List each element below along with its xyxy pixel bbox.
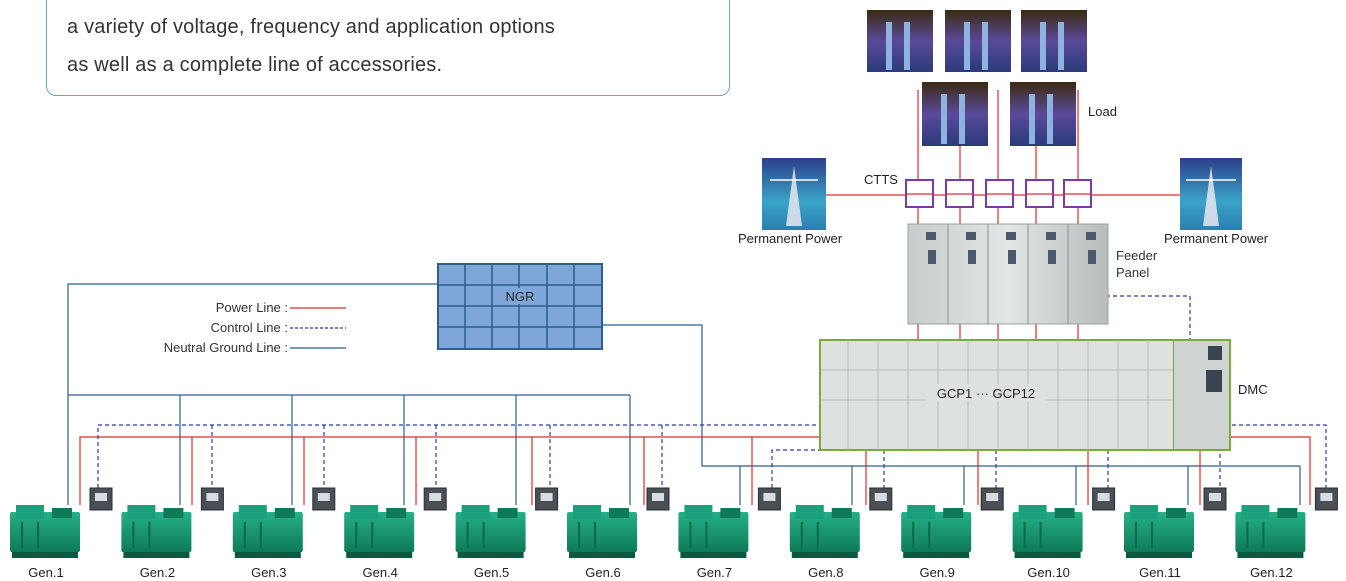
generator-icon: [789, 505, 860, 558]
ngr-label: NGR: [506, 289, 535, 304]
generator-icon: [678, 505, 749, 558]
gcp-label: GCP1 ··· GCP12: [937, 386, 1035, 401]
intro-text-box: a variety of voltage, frequency and appl…: [46, 0, 730, 96]
generator-icon: [1012, 505, 1083, 558]
dmc-label: DMC: [1238, 382, 1268, 397]
generator-icon: [121, 505, 192, 558]
generator-icon: [567, 505, 637, 558]
feeder-panel-label-2: Panel: [1116, 265, 1149, 280]
generator-label: Gen.2: [140, 565, 175, 580]
legend-neutral-label: Neutral Ground Line :: [164, 340, 288, 355]
building-photo-icon: [922, 82, 988, 146]
controller-icon: [1203, 487, 1227, 511]
generator-icon: [10, 505, 80, 558]
generator-label: Gen.3: [251, 565, 286, 580]
load-buildings: Load: [867, 10, 1117, 146]
permanent-power-left: Permanent Power: [738, 158, 843, 246]
generator-icon: [455, 505, 526, 558]
controller-icon: [200, 487, 224, 511]
generator-unit: Gen.4: [344, 487, 447, 580]
generator-row: Gen.1 Gen.2 Gen.3 Gen.4 Gen.5 Gen.6 Gen.7 Gen.8…: [10, 487, 1338, 580]
controller-icon: [1314, 487, 1338, 511]
generator-unit: Gen.12: [1235, 487, 1338, 580]
generator-label: Gen.10: [1027, 565, 1070, 580]
generator-label: Gen.11: [1139, 565, 1181, 580]
generator-icon: [901, 505, 972, 558]
legend-power-label: Power Line :: [216, 300, 288, 315]
permanent-power-right-label: Permanent Power: [1164, 231, 1269, 246]
generator-label: Gen.12: [1250, 565, 1293, 580]
gcp-switchgear: GCP1 ··· GCP12 DMC: [819, 339, 1268, 451]
generator-unit: Gen.8: [789, 487, 893, 580]
generator-unit: Gen.6: [567, 487, 670, 580]
transmission-tower-photo-icon: [1180, 158, 1242, 230]
generator-label: Gen.9: [919, 565, 954, 580]
controller-icon: [1092, 487, 1116, 511]
generator-unit: Gen.3: [232, 487, 336, 580]
building-photo-icon: [1010, 82, 1076, 146]
permanent-power-left-label: Permanent Power: [738, 231, 843, 246]
intro-line-2: as well as a complete line of accessorie…: [67, 54, 443, 76]
generator-label: Gen.5: [474, 565, 509, 580]
controller-icon: [312, 487, 336, 511]
ngr-resistor-bank: NGR: [437, 263, 603, 350]
generator-unit: Gen.1: [10, 487, 113, 580]
controller-icon: [646, 487, 670, 511]
controller-icon: [423, 487, 447, 511]
generator-label: Gen.7: [697, 565, 732, 580]
generator-label: Gen.1: [28, 565, 63, 580]
generator-icon: [232, 505, 303, 558]
legend-control-label: Control Line :: [211, 320, 288, 335]
building-photo-icon: [1021, 10, 1087, 72]
load-label: Load: [1088, 104, 1117, 119]
building-photo-icon: [867, 10, 933, 72]
generator-label: Gen.4: [362, 565, 397, 580]
neutral-ground-network: [67, 283, 1301, 505]
generator-icon: [344, 505, 415, 558]
generator-unit: Gen.7: [678, 487, 781, 580]
transmission-tower-photo-icon: [762, 158, 826, 230]
permanent-power-right: Permanent Power: [1164, 158, 1269, 246]
feeder-panel: Feeder Panel: [907, 223, 1158, 325]
controller-icon: [89, 487, 113, 511]
generator-unit: Gen.11: [1124, 487, 1227, 580]
generator-label: Gen.8: [808, 565, 843, 580]
generator-unit: Gen.5: [455, 487, 559, 580]
controller-icon: [757, 487, 781, 511]
generator-label: Gen.6: [585, 565, 620, 580]
generator-unit: Gen.2: [121, 487, 224, 580]
legend: Power Line : Control Line : Neutral Grou…: [164, 300, 346, 355]
controller-icon: [980, 487, 1004, 511]
controller-icon: [535, 487, 559, 511]
intro-line-1: a variety of voltage, frequency and appl…: [67, 16, 555, 38]
generator-icon: [1235, 505, 1306, 558]
feeder-panel-label-1: Feeder: [1116, 248, 1158, 263]
ctts-label: CTTS: [864, 172, 898, 187]
controller-icon: [869, 487, 893, 511]
generator-unit: Gen.9: [901, 487, 1004, 580]
generator-unit: Gen.10: [1012, 487, 1116, 580]
generator-icon: [1124, 505, 1194, 558]
building-photo-icon: [945, 10, 1011, 72]
